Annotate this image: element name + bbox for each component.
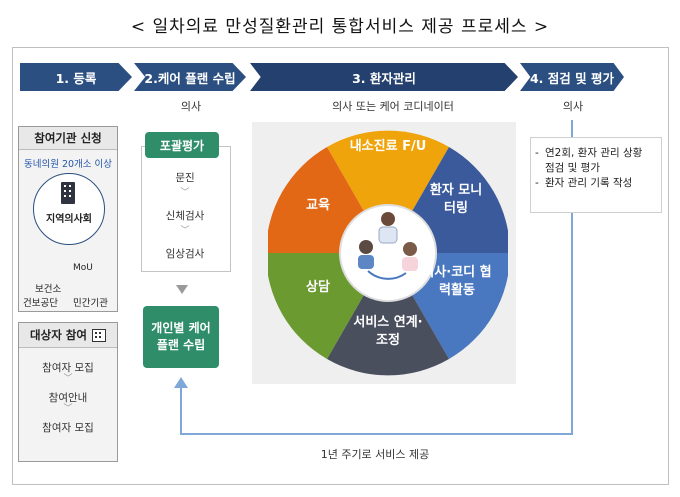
- nurse-icon: [402, 242, 418, 271]
- wheel-center: [339, 204, 437, 302]
- institution-header: 참여기관 신청: [19, 127, 117, 150]
- step-3-header: 3. 환자관리: [250, 63, 518, 91]
- wheel-label-counseling: 상담: [306, 280, 330, 295]
- participant-step-3: 참여자 모집: [42, 422, 94, 434]
- cycle-arrow-icon: [367, 270, 407, 280]
- building-icon: [61, 182, 75, 204]
- step-1-header: 1. 등록: [20, 63, 132, 91]
- patient-icon: [358, 240, 374, 269]
- participant-box: 대상자 참여 참여자 모집 ﹀ 참여안내 ﹀ 참여자 모집: [18, 322, 118, 462]
- chevron-down-icon: ﹀: [180, 226, 190, 236]
- step-4-actor: 의사: [562, 100, 584, 113]
- assessment-step-3: 임상검사: [165, 248, 205, 260]
- chevron-down-icon: ﹀: [180, 188, 190, 198]
- partner-health-center: 보건소: [35, 284, 62, 295]
- page-title: < 일차의료 만성질환관리 통합서비스 제공 프로세스 >: [130, 17, 550, 37]
- wheel-segment-linkage: [327, 253, 449, 376]
- mou-label: MoU: [73, 263, 93, 273]
- evaluation-box: -연2회, 환자 관리 상황 점검 및 평가 -환자 관리 기록 작성: [530, 137, 662, 213]
- comprehensive-assessment-button: 포괄평가: [145, 132, 219, 158]
- assessment-step-2: 신체검사: [165, 210, 205, 222]
- arrow-down-icon: [176, 285, 188, 294]
- participant-header: 대상자 참여: [19, 323, 117, 348]
- step-2-label: 2.케어 플랜 수립: [144, 70, 236, 86]
- management-wheel: [268, 130, 508, 376]
- cycle-label: 1년 주기로 서비스 제공: [320, 448, 430, 461]
- hospital-icon: [91, 328, 106, 342]
- chevron-down-icon: ﹀: [63, 374, 73, 384]
- evaluation-item-1: -연2회, 환자 관리 상황 점검 및 평가: [535, 147, 643, 174]
- chevron-down-icon: ﹀: [63, 404, 73, 414]
- step-4-header: 4. 점검 및 평가: [520, 63, 624, 91]
- participant-step-2: 참여안내: [48, 392, 88, 404]
- wheel-label-monitoring: 환자 모니터링: [429, 183, 483, 216]
- care-plan-button: 개인별 케어 플랜 수립: [143, 306, 219, 368]
- evaluation-item-2: -환자 관리 기록 작성: [535, 177, 633, 189]
- wheel-label-clinic: 내소진료 F/U: [349, 139, 427, 154]
- participant-step-1: 참여자 모집: [42, 362, 94, 374]
- wheel-segment-clinic: [327, 130, 449, 253]
- wheel-label-linkage: 서비스 연계·조정: [353, 315, 423, 348]
- institution-box: 참여기관 신청 동네의원 20개소 이상 지역의사회 MoU 보건소 건보공단 …: [18, 126, 118, 312]
- step-4-label: 4. 점검 및 평가: [529, 70, 614, 86]
- assessment-step-1: 문진: [175, 172, 195, 184]
- community-label: 지역의사회: [46, 214, 92, 225]
- participant-header-label: 대상자 참여: [30, 328, 87, 342]
- doctor-icon: [378, 212, 398, 244]
- partner-private: 민간기관: [73, 298, 108, 309]
- step-3-label: 3. 환자관리: [352, 70, 416, 86]
- partner-nhis: 건보공단: [23, 298, 58, 309]
- step-2-header: 2.케어 플랜 수립: [134, 63, 246, 91]
- wheel-label-education: 교육: [306, 198, 330, 213]
- wheel-label-cooperation: 의사·코디 협력활동: [422, 265, 492, 298]
- step-2-actor: 의사: [180, 100, 202, 113]
- institution-criteria: 동네의원 20개소 이상: [23, 159, 113, 170]
- community-circle: 지역의사회: [33, 173, 105, 245]
- step-3-actor: 의사 또는 케어 코디네이터: [332, 100, 454, 113]
- step-1-label: 1. 등록: [55, 70, 97, 86]
